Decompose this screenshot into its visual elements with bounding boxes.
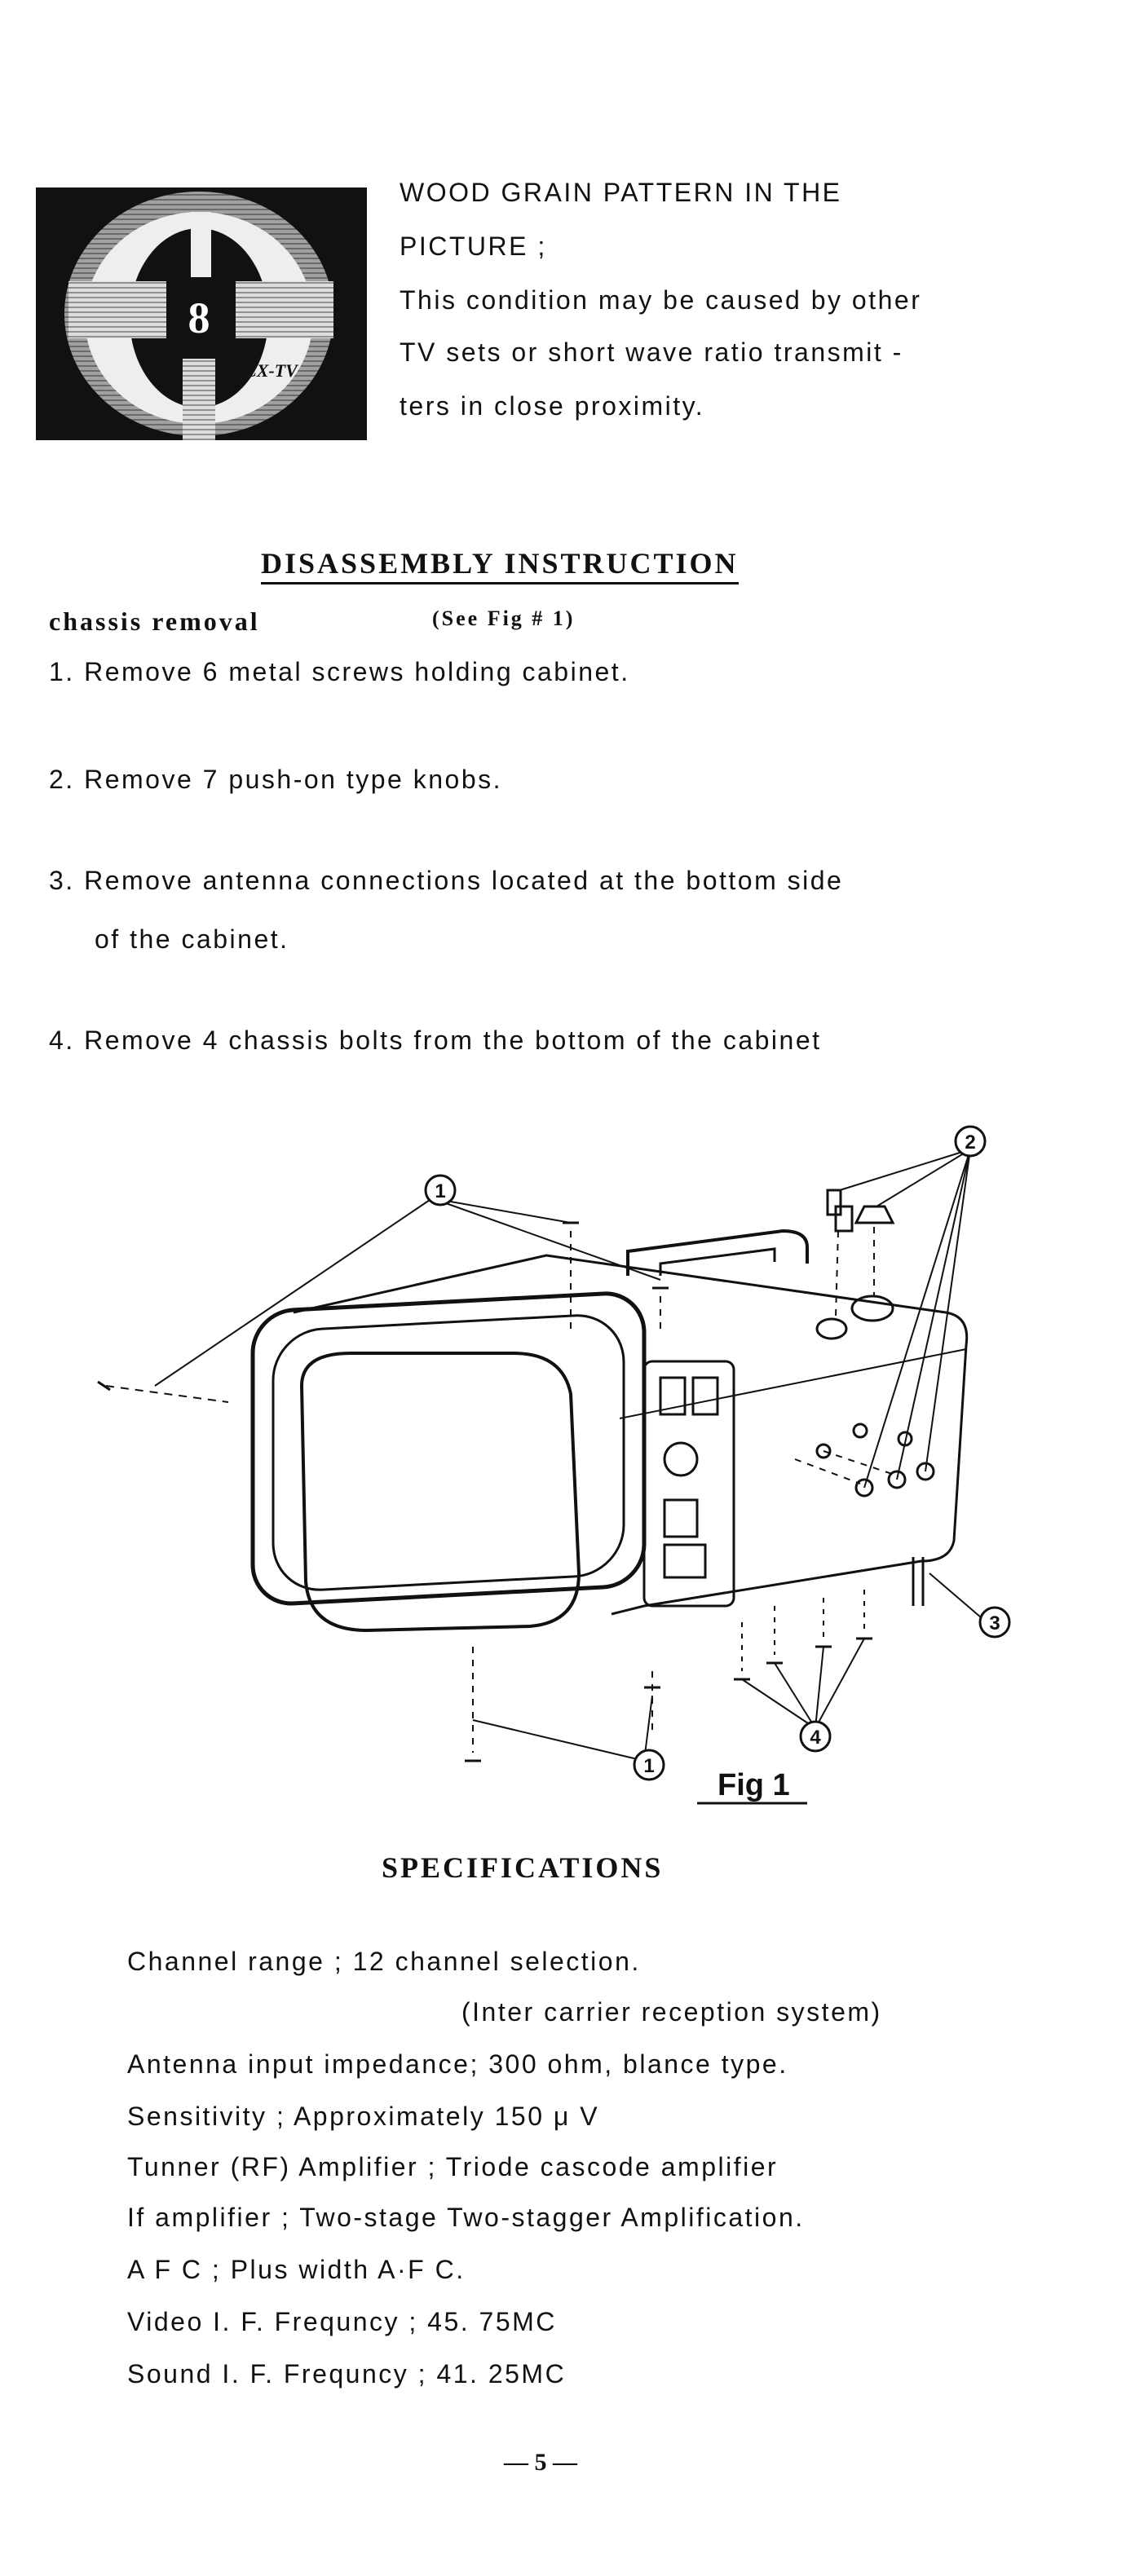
- spec-channel-range-note: (Inter carrier reception system): [461, 1997, 882, 2027]
- spec-tuner-amplifier: Tunner (RF) Amplifier ; Triode cascode a…: [127, 2152, 779, 2181]
- chassis-removal-subtitle: chassis removal: [49, 607, 260, 636]
- spec-afc: A F C ; Plus width A·F C.: [127, 2255, 466, 2284]
- step-4: 4. Remove 4 chassis bolts from the botto…: [49, 1026, 822, 1055]
- trouble-desc-line2: TV sets or short wave ratio transmit -: [400, 337, 903, 367]
- disassembly-title: DISASSEMBLY INSTRUCTION: [261, 546, 739, 584]
- step-3-continued: of the cabinet.: [95, 924, 289, 954]
- trouble-title-line2: PICTURE ;: [400, 232, 547, 261]
- callout-1-top: 1: [435, 1180, 445, 1202]
- spec-if-amplifier: If amplifier ; Two-stage Two-stagger Amp…: [127, 2203, 805, 2232]
- wood-grain-tv-picture: 8 JOCX-TV: [36, 187, 367, 440]
- trouble-desc-line1: This condition may be caused by other: [400, 285, 922, 315]
- trouble-title-line1: WOOD GRAIN PATTERN IN THE: [400, 178, 842, 207]
- page-number: — 5 —: [504, 2449, 577, 2476]
- spec-channel-range: Channel range ; 12 channel selection.: [127, 1947, 641, 1976]
- callout-1-bottom: 1: [643, 1755, 654, 1777]
- figure-caption: Fig 1: [718, 1768, 790, 1802]
- step-2: 2. Remove 7 push-on type knobs.: [49, 765, 502, 794]
- callout-3: 3: [989, 1612, 1000, 1634]
- step-3: 3. Remove antenna connections located at…: [49, 866, 844, 895]
- trouble-desc-line3: ters in close proximity.: [400, 391, 705, 421]
- spec-antenna-impedance: Antenna input impedance; 300 ohm, blance…: [127, 2049, 788, 2079]
- callout-4: 4: [810, 1727, 821, 1749]
- station-callsign: JOCX-TV: [222, 360, 299, 381]
- spec-sound-if: Sound I. F. Frequncy ; 41. 25MC: [127, 2359, 567, 2389]
- spec-sensitivity: Sensitivity ; Approximately 150 μ V: [127, 2102, 600, 2131]
- figure-1-tv-exploded-diagram: 1 2 3 4 1 Fig 1: [90, 1117, 1035, 1818]
- step-1: 1. Remove 6 metal screws holding cabinet…: [49, 657, 630, 686]
- specifications-title: SPECIFICATIONS: [382, 1851, 664, 1884]
- spec-video-if: Video I. F. Frequncy ; 45. 75MC: [127, 2307, 557, 2336]
- callout-2: 2: [965, 1131, 975, 1153]
- see-fig-reference: (See Fig # 1): [432, 607, 576, 630]
- channel-number: 8: [188, 293, 210, 342]
